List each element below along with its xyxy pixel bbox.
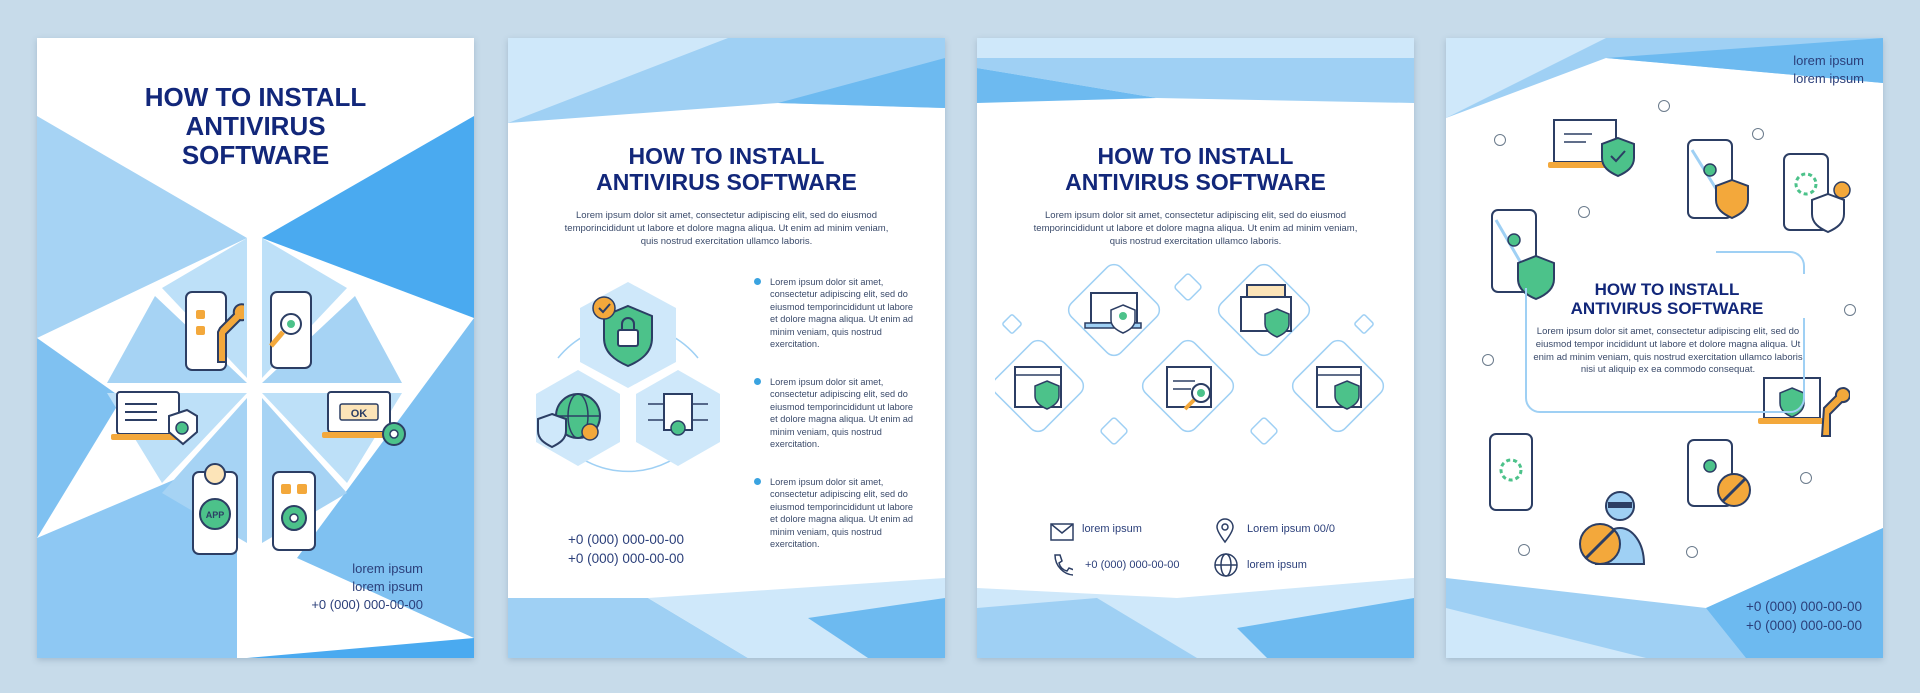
panel-2-title: HOW TO INSTALL ANTIVIRUS SOFTWARE bbox=[508, 143, 945, 196]
panel-4-title-line-1: HOW TO INSTALL bbox=[1594, 280, 1740, 299]
panel-4-top-text: lorem ipsum lorem ipsum bbox=[1746, 52, 1864, 88]
panel-2-background-shapes bbox=[508, 38, 945, 658]
cover-contact-block: lorem ipsum lorem ipsum +0 (000) 000-00-… bbox=[287, 560, 423, 615]
globe-icon bbox=[1214, 553, 1238, 577]
cover-contact-phone: +0 (000) 000-00-00 bbox=[311, 597, 423, 613]
decor-circle bbox=[1686, 546, 1698, 558]
panel-4-top-line-2: lorem ipsum bbox=[1793, 71, 1864, 87]
contact-website: lorem ipsum bbox=[1247, 559, 1307, 571]
antivirus-diamond-grid bbox=[995, 263, 1385, 445]
decor-circle bbox=[1800, 472, 1812, 484]
phone-loading-icon bbox=[1489, 433, 1533, 511]
panel-3-title-line-2: ANTIVIRUS SOFTWARE bbox=[1065, 168, 1326, 195]
contact-email: lorem ipsum bbox=[1082, 523, 1142, 535]
phone-bug-shield-icon bbox=[1687, 139, 1749, 220]
phone-bug-search-icon bbox=[269, 291, 312, 369]
cover-title: HOW TO INSTALL ANTIVIRUS SOFTWARE bbox=[37, 82, 474, 171]
phone-loading-shield-icon bbox=[1783, 153, 1851, 234]
panel-4-background-shapes bbox=[1446, 38, 1883, 658]
panel-2-phone-1: +0 (000) 000-00-00 bbox=[568, 532, 684, 547]
decor-circle bbox=[1518, 544, 1530, 556]
bullet-text-1: Lorem ipsum dolor sit amet, consectetur … bbox=[770, 277, 914, 350]
phone-app-bug-icon: APP bbox=[192, 463, 238, 555]
security-hexagon-cluster bbox=[536, 282, 720, 473]
cover-title-line-2: ANTIVIRUS bbox=[185, 111, 326, 142]
bullet-text-2: Lorem ipsum dolor sit amet, consectetur … bbox=[770, 377, 914, 450]
panel-3-title: HOW TO INSTALL ANTIVIRUS SOFTWARE bbox=[977, 143, 1414, 196]
phone-wrench-icon bbox=[185, 291, 244, 371]
bullet-dot-2 bbox=[754, 378, 761, 385]
brochure-panel-3: HOW TO INSTALL ANTIVIRUS SOFTWARE Lorem … bbox=[977, 38, 1414, 658]
panel-2-phone-2: +0 (000) 000-00-00 bbox=[568, 550, 684, 566]
contact-location: Lorem ipsum 00/0 bbox=[1247, 523, 1336, 535]
laptop-shield-icon bbox=[1548, 119, 1635, 178]
email-icon bbox=[1050, 523, 1074, 541]
svg-text:OK: OK bbox=[351, 408, 368, 420]
panel-4-phone-2: +0 (000) 000-00-00 bbox=[1746, 617, 1862, 633]
panel-3-background-shapes bbox=[977, 38, 1414, 658]
decor-circle bbox=[1844, 304, 1856, 316]
cover-title-line-3: SOFTWARE bbox=[181, 140, 330, 171]
panel-2-phones: +0 (000) 000-00-00 +0 (000) 000-00-00 bbox=[568, 531, 684, 569]
bullet-text-3: Lorem ipsum dolor sit amet, consectetur … bbox=[770, 477, 914, 550]
panel-3-intro-text: Lorem ipsum dolor sit amet, consectetur … bbox=[1033, 210, 1358, 247]
phone-bug-blocked-icon bbox=[1687, 439, 1751, 507]
panel-4-title-line-2: ANTIVIRUS SOFTWARE bbox=[1570, 299, 1764, 319]
panel-2-title-line-2: ANTIVIRUS SOFTWARE bbox=[596, 168, 857, 195]
contact-phone: +0 (000) 000-00-00 bbox=[1085, 559, 1180, 571]
panel-4-top-line-1: lorem ipsum bbox=[1793, 53, 1864, 68]
panel-2-title-line-1: HOW TO INSTALL bbox=[628, 143, 825, 169]
laptop-ok-settings-icon: OK bbox=[322, 391, 406, 446]
phone-gear-icon bbox=[272, 471, 316, 551]
decor-circle bbox=[1752, 128, 1764, 140]
decor-circle bbox=[1658, 100, 1670, 112]
panel-4-phone-1: +0 (000) 000-00-00 bbox=[1746, 599, 1862, 614]
decor-circle bbox=[1482, 354, 1494, 366]
bullet-dot-3 bbox=[754, 478, 761, 485]
brochure-panel-4: lorem ipsum lorem ipsum bbox=[1446, 38, 1883, 658]
svg-text:APP: APP bbox=[206, 510, 225, 520]
decor-circle bbox=[1494, 134, 1506, 146]
cover-contact-line-2: lorem ipsum bbox=[352, 579, 423, 595]
hacker-blocked-icon bbox=[1579, 491, 1646, 565]
panel-4-body-text: Lorem ipsum dolor sit amet, consectetur … bbox=[1533, 326, 1803, 376]
laptop-settings-icon bbox=[111, 391, 198, 446]
panel-4-text-frame bbox=[1525, 251, 1805, 413]
phone-icon bbox=[1054, 554, 1073, 576]
brochure-panel-2: HOW TO INSTALL ANTIVIRUS SOFTWARE Lorem … bbox=[508, 38, 945, 658]
panel-4-phones: +0 (000) 000-00-00 +0 (000) 000-00-00 bbox=[1686, 598, 1862, 636]
panel-4-title: HOW TO INSTALL ANTIVIRUS SOFTWARE bbox=[1542, 280, 1792, 318]
panel-3-title-line-1: HOW TO INSTALL bbox=[1097, 143, 1294, 169]
panel-2-intro-text: Lorem ipsum dolor sit amet, consectetur … bbox=[564, 210, 889, 247]
bullet-dot-1 bbox=[754, 278, 761, 285]
decor-circle bbox=[1578, 206, 1590, 218]
cover-title-line-1: HOW TO INSTALL bbox=[144, 82, 367, 112]
location-pin-icon bbox=[1216, 518, 1234, 544]
brochure-cover-panel: HOW TO INSTALL ANTIVIRUS SOFTWARE OK APP bbox=[37, 38, 474, 658]
cover-contact-line-1: lorem ipsum bbox=[352, 561, 423, 576]
